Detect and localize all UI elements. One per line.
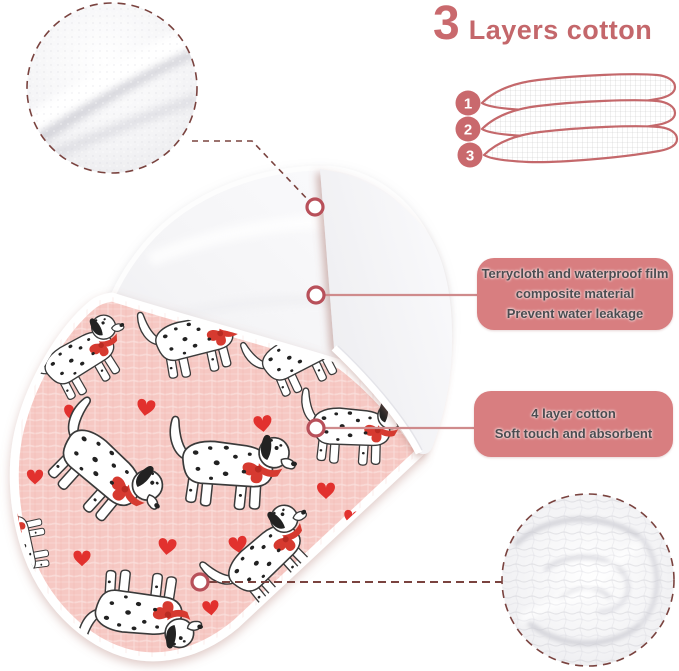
- callout-text-line: composite material: [515, 286, 635, 301]
- headline-label: Layers cotton: [468, 15, 653, 45]
- ring-markers: [190, 197, 326, 592]
- callout-cotton: 4 layer cotton Soft touch and absorbent: [474, 391, 673, 457]
- ring-marker-waterproof: [306, 285, 326, 305]
- ring-marker-top: [305, 197, 325, 217]
- pink-pad: [9, 292, 425, 662]
- terry-fabric-swatch: [26, 2, 198, 174]
- layer-diagram: 1 2 3: [455, 73, 679, 168]
- ring-marker-muslin: [190, 572, 210, 592]
- callout-text-line: 4 layer cotton: [531, 406, 616, 421]
- layer-numbers: 1 2 3: [455, 90, 483, 168]
- callout-text-line: Soft touch and absorbent: [494, 426, 653, 441]
- layer-number-3: 3: [466, 147, 474, 164]
- fold-edge-line: [337, 345, 423, 451]
- fold-binding: [331, 345, 423, 455]
- callout-waterproof: Terrycloth and waterproof film composite…: [477, 258, 673, 330]
- callout-text-line: Prevent water leakage: [506, 306, 644, 321]
- layer-number-1: 1: [464, 95, 472, 112]
- muslin-fabric-swatch: [501, 493, 675, 667]
- ring-marker-cotton: [306, 418, 326, 438]
- headline-number: 3: [433, 0, 460, 50]
- dashed-pointer-terry: [192, 140, 312, 204]
- layer-number-2: 2: [464, 121, 472, 138]
- white-pad-folded-edge: [320, 169, 453, 455]
- dashed-circle-border: [26, 2, 198, 174]
- dashed-circle-border: [501, 493, 675, 667]
- callout-text-line: Terrycloth and waterproof film: [481, 266, 669, 281]
- headline: 3 Layers cotton: [433, 0, 652, 48]
